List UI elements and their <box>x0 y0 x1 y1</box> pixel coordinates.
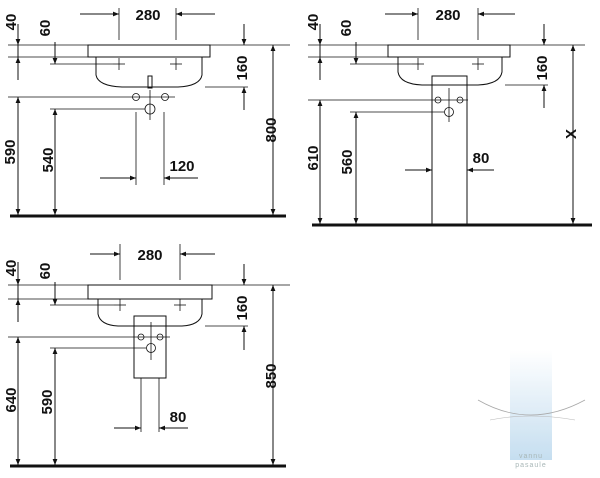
tap-hole-right <box>170 58 182 70</box>
basin-top <box>87 44 211 58</box>
dim-40: 40 <box>3 14 20 31</box>
connection-points <box>125 90 175 185</box>
leader-lines <box>8 244 290 349</box>
view-wall-hung: 280 40 60 160 590 540 800 120 <box>2 7 290 218</box>
watermark-logo: vannu pasaule <box>477 350 586 469</box>
dim-280: 280 <box>435 7 460 24</box>
dim-80: 80 <box>170 409 187 426</box>
basin-bowl <box>397 57 503 86</box>
dim-640: 640 <box>3 387 20 412</box>
dim-590: 590 <box>39 389 56 414</box>
basin-bowl <box>97 299 203 327</box>
connection-points <box>132 322 170 432</box>
dim-40: 40 <box>305 14 322 31</box>
dim-280: 280 <box>135 7 160 24</box>
dim-x: X <box>563 129 580 139</box>
dim-160: 160 <box>534 55 551 80</box>
tap-hole-left <box>114 299 126 311</box>
drain <box>147 75 153 89</box>
watermark-text-1: vannu <box>519 453 543 460</box>
dim-540: 540 <box>40 147 57 172</box>
dim-160: 160 <box>234 295 251 320</box>
leader-lines <box>8 8 290 110</box>
dim-80: 80 <box>473 150 490 167</box>
dim-120: 120 <box>169 158 194 175</box>
tap-hole-right <box>174 299 186 311</box>
view-semi-pedestal: 280 40 60 160 640 590 80 850 <box>3 244 290 468</box>
connection-points <box>430 88 468 122</box>
dim-800: 800 <box>263 117 280 142</box>
dim-610: 610 <box>305 145 322 170</box>
dim-60: 60 <box>338 20 355 37</box>
watermark-text-2: pasaule <box>515 462 547 469</box>
dim-590: 590 <box>2 139 19 164</box>
view-pedestal: 280 40 60 160 610 560 80 X <box>305 7 592 227</box>
dim-40: 40 <box>3 260 20 277</box>
basin-top <box>387 44 511 58</box>
basin-top <box>87 284 213 300</box>
semi-pedestal <box>133 315 167 379</box>
dim-60: 60 <box>37 263 54 280</box>
dim-280: 280 <box>137 247 162 264</box>
tap-hole-left <box>412 58 424 70</box>
leader-lines <box>308 8 585 113</box>
basin-bowl <box>95 57 203 88</box>
pedestal <box>431 75 468 225</box>
dim-850: 850 <box>263 363 280 388</box>
dim-160: 160 <box>234 55 251 80</box>
dim-60: 60 <box>37 20 54 37</box>
tap-hole-right <box>472 58 484 70</box>
dim-560: 560 <box>339 149 356 174</box>
tap-hole-left <box>113 58 125 70</box>
